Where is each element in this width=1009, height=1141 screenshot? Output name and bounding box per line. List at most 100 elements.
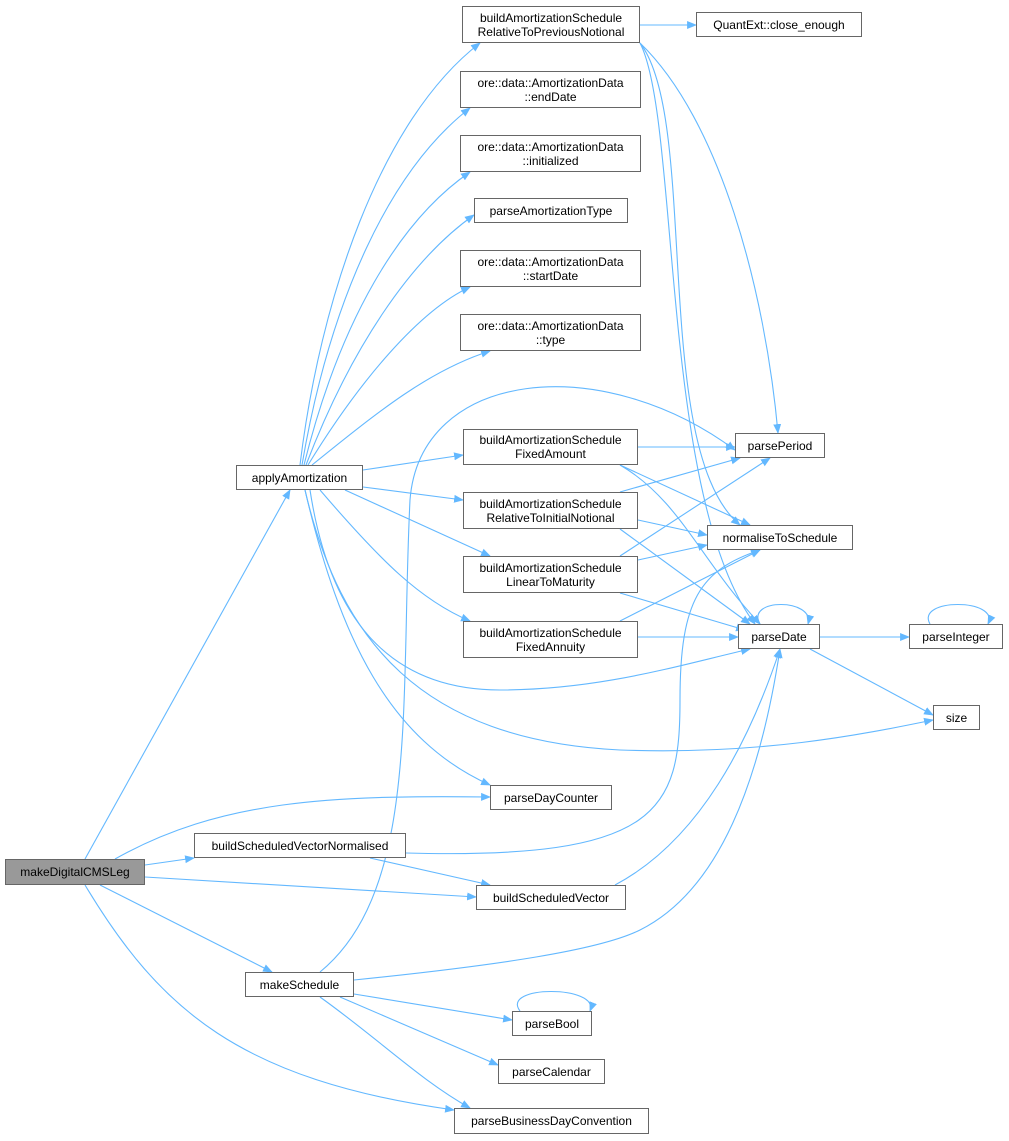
node-label: ::initialized [522, 153, 579, 168]
edge-makeDigitalCMSLeg-to-bsv [144, 876, 477, 901]
edge-applyAmortization-to-fixedAnnuity [319, 489, 471, 622]
node-normalise-to-schedule[interactable]: normaliseToSchedule [707, 525, 853, 550]
node-make-schedule[interactable]: makeSchedule [245, 972, 354, 997]
node-label: RelativeToPreviousNotional [477, 24, 625, 39]
edge-parseDate-to-parseDate [757, 603, 815, 625]
edge-makeDigitalCMSLeg-to-bsvNormalised [144, 855, 195, 866]
edge-applyAmortization-to-fixedAmount [362, 452, 464, 471]
node-label: parseInteger [922, 629, 990, 644]
edge-makeSchedule-to-parseBool [353, 993, 513, 1023]
node-label: QuantExt::close_enough [713, 17, 845, 32]
node-label: parseBusinessDayConvention [471, 1114, 632, 1128]
edge-relPrev-to-parseDate [639, 42, 756, 625]
edge-makeSchedule-to-parseDate [353, 648, 783, 981]
edge-makeDigitalCMSLeg-to-parseDayCounter [114, 792, 491, 860]
edge-bsvNormalised-to-normaliseToSchedule [405, 549, 761, 855]
edge-relPrev-to-normaliseToSchedule [639, 42, 741, 526]
edge-applyAmortization-to-endDate [301, 107, 471, 466]
edge-applyAmortization-to-type [311, 349, 491, 466]
edge-applyAmortization-to-relInit [362, 486, 464, 503]
edge-relInit-to-normaliseToSchedule [637, 519, 708, 537]
node-label: ore::data::AmortizationData [477, 75, 624, 90]
edge-applyAmortization-to-parseAmortizationType [305, 214, 475, 466]
node-label: FixedAnnuity [515, 639, 586, 654]
node-parse-calendar[interactable]: parseCalendar [498, 1059, 605, 1084]
node-label: ore::data::AmortizationData [477, 139, 624, 154]
edge-linear-to-parsePeriod [619, 457, 771, 557]
edge-makeSchedule-to-parseCalendar [339, 996, 499, 1066]
edge-applyAmortization-to-size [304, 489, 934, 752]
node-label: normaliseToSchedule [722, 530, 838, 545]
node-parse-date[interactable]: parseDate [738, 624, 820, 649]
node-label: parsePeriod [747, 438, 813, 453]
node-apply-amortization[interactable]: applyAmortization [236, 465, 363, 490]
edge-linear-to-parseDate [619, 592, 746, 632]
node-end-date[interactable]: ore::data::AmortizationData::endDate [460, 71, 641, 108]
node-label: parseCalendar [512, 1064, 591, 1079]
edge-makeDigitalCMSLeg-to-applyAmortization [84, 489, 291, 860]
edge-bsv-to-parseDate [614, 648, 781, 886]
node-start-date[interactable]: ore::data::AmortizationData::startDate [460, 250, 641, 287]
edge-fixedAmount-to-normaliseToSchedule [619, 464, 751, 526]
edge-relInit-to-parsePeriod [619, 456, 741, 493]
node-label: buildAmortizationSchedule [479, 625, 622, 640]
node-bsv[interactable]: buildScheduledVector [476, 885, 626, 910]
node-label: ::endDate [524, 89, 577, 104]
node-label: ore::data::AmortizationData [477, 254, 624, 269]
node-label: parseDayCounter [503, 790, 599, 805]
node-label: buildAmortizationSchedule [479, 560, 622, 575]
node-parse-integer[interactable]: parseInteger [909, 624, 1003, 649]
node-size[interactable]: size [933, 705, 980, 730]
node-label: RelativeToInitialNotional [486, 510, 615, 525]
node-parse-period[interactable]: parsePeriod [735, 433, 825, 458]
edge-applyAmortization-to-startDate [307, 286, 471, 466]
node-label: buildScheduledVector [492, 890, 610, 905]
node-label: buildAmortizationSchedule [479, 496, 622, 511]
node-label: FixedAmount [515, 447, 586, 461]
edge-fixedAmount-to-parseDate [619, 464, 761, 625]
node-parse-day-counter[interactable]: parseDayCounter [490, 785, 612, 810]
edge-makeSchedule-to-parseBDC [319, 996, 471, 1109]
edge-makeSchedule-to-parsePeriod [319, 386, 736, 973]
node-close-enough[interactable]: QuantExt::close_enough [696, 12, 862, 37]
node-parse-bool[interactable]: parseBool [512, 1011, 592, 1036]
node-label: buildScheduledVectorNormalised [211, 838, 389, 853]
node-parse-amortization-type[interactable]: parseAmortizationType [474, 198, 628, 223]
node-label: parseAmortizationType [489, 203, 613, 218]
edge-applyAmortization-to-relPrev [299, 42, 481, 466]
edge-applyAmortization-to-linear [344, 489, 491, 557]
node-initialized[interactable]: ore::data::AmortizationData::initialized [460, 135, 641, 172]
edge-makeDigitalCMSLeg-to-parseBDC [84, 884, 455, 1113]
node-label: parseBool [524, 1016, 580, 1031]
node-type[interactable]: ore::data::AmortizationData::type [460, 314, 641, 351]
edge-relPrev-to-parsePeriod [639, 42, 782, 434]
edge-makeDigitalCMSLeg-to-makeSchedule [99, 884, 273, 973]
edge-parseDate-to-size [809, 648, 934, 716]
node-label: parseDate [751, 629, 807, 644]
edge-relInit-to-parseDate [619, 528, 751, 625]
edge-bsvNormalised-to-bsv [369, 857, 491, 887]
node-label: buildAmortizationSchedule [479, 433, 622, 447]
edge-fixedAnnuity-to-normaliseToSchedule [619, 549, 761, 622]
node-make-digital-c-m-s-leg[interactable]: makeDigitalCMSLeg [5, 859, 145, 885]
node-parse-b-d-c[interactable]: parseBusinessDayConvention [454, 1108, 649, 1134]
edge-parseInteger-to-parseInteger [927, 603, 996, 625]
node-label: size [945, 710, 968, 725]
node-label: makeSchedule [259, 977, 340, 992]
node-label: makeDigitalCMSLeg [20, 865, 130, 879]
edge-applyAmortization-to-parseDayCounter [304, 489, 491, 786]
node-bsv-normalised[interactable]: buildScheduledVectorNormalised [194, 833, 406, 858]
edge-linear-to-normaliseToSchedule [637, 543, 708, 561]
edge-applyAmortization-to-initialized [303, 171, 471, 466]
node-label: applyAmortization [251, 470, 348, 485]
node-label: buildAmortizationSchedule [479, 10, 623, 25]
node-label: ore::data::AmortizationData [477, 318, 624, 333]
node-label: ::type [535, 332, 566, 347]
edge-parseBool-to-parseBool [516, 991, 597, 1012]
node-label: LinearToMaturity [506, 574, 595, 589]
